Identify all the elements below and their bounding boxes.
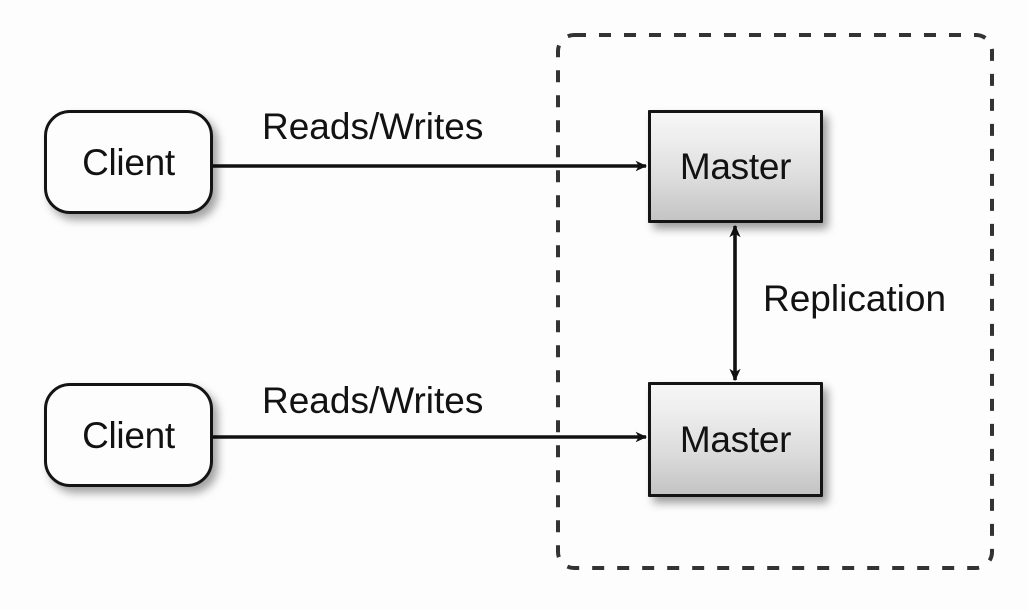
node-client-bottom[interactable]: Client [44,383,213,487]
node-master-top-label: Master [679,146,792,187]
node-master-bottom-label: Master [679,419,792,460]
node-master-bottom[interactable]: Master [648,382,823,497]
node-master-top[interactable]: Master [648,110,823,223]
edge-label-reads-writes-bottom: Reads/Writes [262,380,484,421]
node-client-bottom-label: Client [82,414,175,456]
edge-label-replication: Replication [763,278,947,319]
edge-label-reads-writes-top: Reads/Writes [262,106,484,147]
node-client-top-label: Client [82,141,175,183]
node-client-top[interactable]: Client [44,110,213,214]
replication-cluster-boundary [556,33,994,570]
